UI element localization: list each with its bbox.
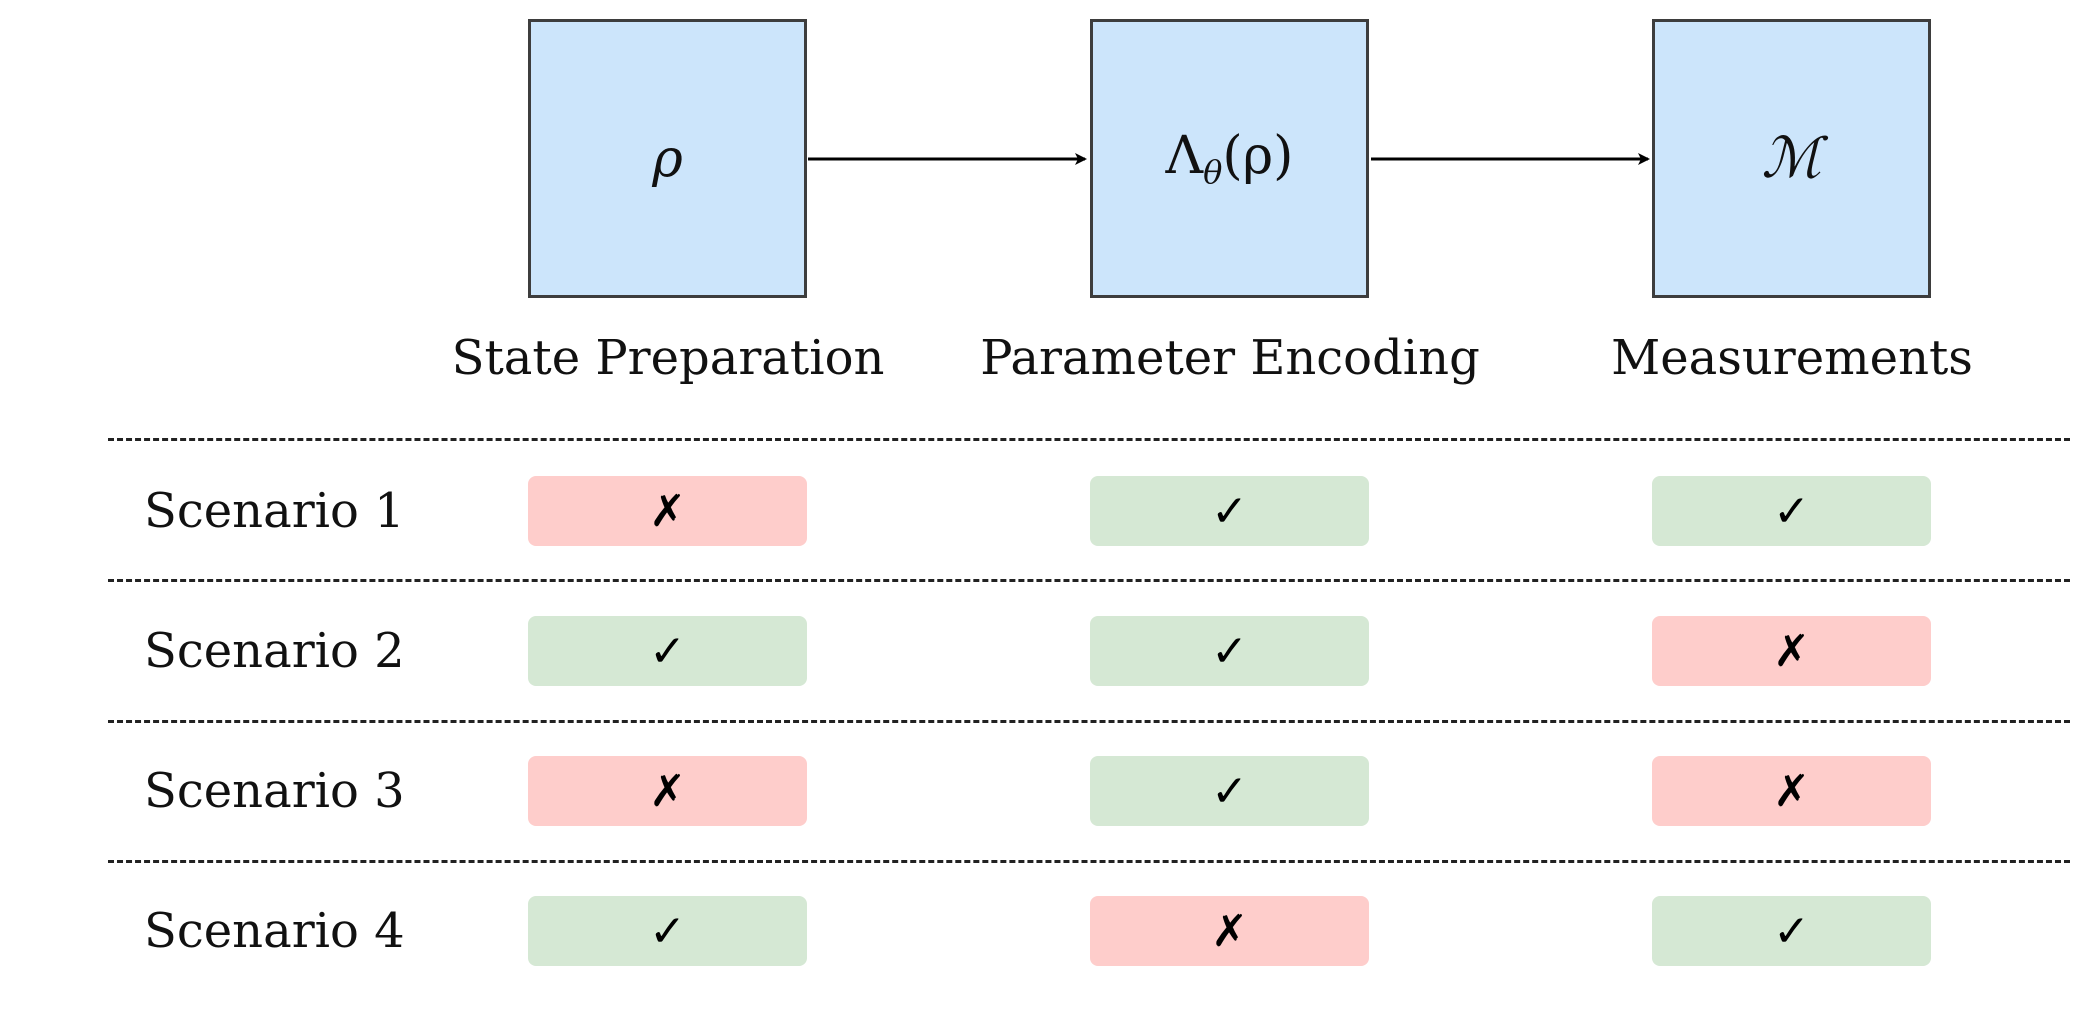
scenario-4-state-check: ✓ bbox=[528, 896, 807, 966]
lambda-glyph: Λ bbox=[1165, 126, 1204, 186]
lambda-theta-rho-symbol: Λθ(ρ) bbox=[1166, 126, 1294, 191]
parameter-encoding-box: Λθ(ρ) bbox=[1090, 19, 1369, 298]
theta-subscript: θ bbox=[1203, 153, 1223, 191]
measurement-operator-symbol: ℳ bbox=[1761, 126, 1822, 191]
scenario-2-state-check: ✓ bbox=[528, 616, 807, 686]
scenario-3-state-cross: ✗ bbox=[528, 756, 807, 826]
row-divider bbox=[108, 720, 2070, 723]
scenario-1-measure-check: ✓ bbox=[1652, 476, 1931, 546]
row-divider bbox=[108, 438, 2070, 441]
scenario-4-encoding-cross: ✗ bbox=[1090, 896, 1369, 966]
state-preparation-box: ρ bbox=[528, 19, 807, 298]
rho-symbol: ρ bbox=[652, 128, 683, 189]
scenario-3-encoding-check: ✓ bbox=[1090, 756, 1369, 826]
stage-label-parameter-encoding: Parameter Encoding bbox=[980, 330, 1480, 386]
scenario-1-label: Scenario 1 bbox=[144, 483, 405, 539]
row-divider bbox=[108, 860, 2070, 863]
scenario-2-label: Scenario 2 bbox=[144, 623, 405, 679]
scenario-1-state-cross: ✗ bbox=[528, 476, 807, 546]
stage-label-measurements: Measurements bbox=[1611, 330, 1973, 386]
stage-label-state-preparation: State Preparation bbox=[451, 330, 885, 386]
row-divider bbox=[108, 579, 2070, 582]
scenario-4-measure-check: ✓ bbox=[1652, 896, 1931, 966]
rho-argument: (ρ) bbox=[1222, 126, 1294, 186]
scenario-3-label: Scenario 3 bbox=[144, 763, 405, 819]
scenario-4-label: Scenario 4 bbox=[144, 903, 405, 959]
scenario-2-encoding-check: ✓ bbox=[1090, 616, 1369, 686]
scenario-2-measure-cross: ✗ bbox=[1652, 616, 1931, 686]
measurements-box: ℳ bbox=[1652, 19, 1931, 298]
scenario-3-measure-cross: ✗ bbox=[1652, 756, 1931, 826]
scenario-1-encoding-check: ✓ bbox=[1090, 476, 1369, 546]
